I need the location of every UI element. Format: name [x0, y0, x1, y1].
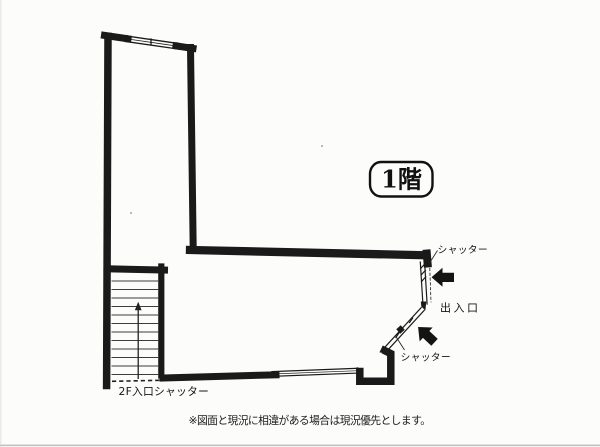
shutter-mid-block [396, 325, 405, 334]
scan-speck [321, 145, 323, 147]
floor-badge-frame [368, 160, 434, 198]
scan-edge-left [0, 0, 2, 447]
left-wall [102, 32, 112, 390]
main-cross-wall [185, 245, 431, 260]
stair-top-wall [103, 265, 169, 274]
corner-step-wall [356, 345, 395, 385]
top-wall-window [124, 34, 180, 50]
stair-direction-arrow-icon [134, 301, 142, 379]
leader-line-shutter-top [429, 250, 438, 263]
entrance-arrow-upleft-icon [418, 326, 438, 346]
stair-shutter-label: 2F入口シャッター [119, 385, 209, 398]
stair-steps [111, 280, 159, 376]
shutter-label-top: シャッター [438, 244, 488, 256]
bottom-wall [159, 371, 280, 382]
floor-badge-label: 1階 [381, 165, 422, 194]
footnote-text: ※図面と現況に相違がある場合は現況優先とします。 [189, 413, 431, 427]
scan-speck [130, 212, 132, 214]
stair-entrance-dashed-line [111, 379, 162, 383]
upper-arm-right-wall [186, 43, 197, 253]
entrance-label: 出入口 [440, 301, 481, 315]
scan-edge-bottom [0, 444, 600, 447]
building-outline [100, 31, 432, 390]
entrance-arrow-left-icon [431, 267, 454, 287]
entrance-shutter-vertical [419, 261, 432, 305]
corner-step-notch [365, 352, 382, 373]
shutter-label-bottom: シャッター [401, 352, 451, 364]
shutter-end-cap [420, 301, 427, 311]
corner-stub-wall [422, 249, 432, 268]
bottom-wall-window [271, 367, 359, 378]
floor-badge: 1階 [368, 160, 434, 198]
leader-line-shutter-bottom [396, 337, 405, 351]
top-wall-left-segment [100, 31, 132, 43]
